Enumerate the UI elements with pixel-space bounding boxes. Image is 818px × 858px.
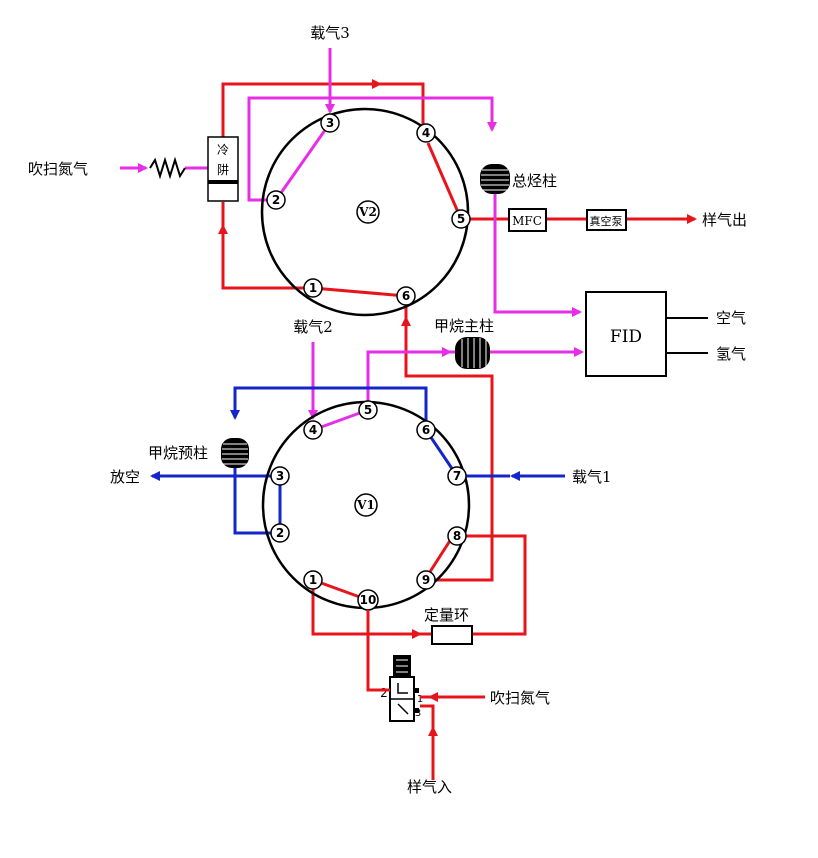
v1-name: V1 <box>356 498 375 512</box>
v1-port[interactable]: 8 <box>447 526 467 546</box>
svg-text:10: 10 <box>360 593 377 607</box>
svg-text:2: 2 <box>272 193 280 207</box>
total-hc-column-label: 总烃柱 <box>512 172 557 190</box>
sv-port-3: 3 <box>415 708 421 719</box>
sample-in-label: 样气入 <box>407 778 452 796</box>
svg-text:3: 3 <box>276 469 284 483</box>
svg-text:6: 6 <box>402 289 410 303</box>
valve-v2[interactable]: V2 1 2 3 4 5 6 <box>260 107 471 317</box>
v1-port[interactable]: 6 <box>416 420 436 440</box>
carrier3-label: 载气3 <box>310 24 350 42</box>
total-hc-column[interactable] <box>480 164 510 194</box>
v2-port[interactable]: 5 <box>451 209 471 229</box>
svg-text:8: 8 <box>453 529 461 543</box>
svg-text:1: 1 <box>309 573 317 587</box>
v1-port[interactable]: 3 <box>270 466 290 486</box>
svg-text:7: 7 <box>453 469 461 483</box>
coil-column-icon <box>480 164 510 194</box>
heater-zigzag-icon <box>149 156 186 180</box>
cold-trap-label-1: 冷 <box>217 143 229 157</box>
air-label: 空气 <box>716 309 746 327</box>
hydrogen-label: 氢气 <box>716 345 746 363</box>
quant-loop-label: 定量环 <box>424 606 469 624</box>
svg-text:4: 4 <box>309 423 317 437</box>
v1-port[interactable]: 7 <box>447 466 467 486</box>
svg-text:5: 5 <box>364 403 372 417</box>
solenoid-valve-icon[interactable]: 2 1 3 <box>380 655 423 722</box>
valve-v1[interactable]: V1 1 2 3 4 5 6 7 8 9 10 <box>261 400 471 611</box>
svg-text:6: 6 <box>422 423 430 437</box>
carrier1-label: 载气1 <box>572 468 612 486</box>
vacuum-pump-box[interactable]: 真空泵 <box>586 209 627 231</box>
cold-trap-label-2: 阱 <box>217 163 229 177</box>
v2-port[interactable]: 3 <box>320 113 340 133</box>
methane-main-column[interactable] <box>455 337 490 369</box>
v1-port[interactable]: 9 <box>416 570 436 590</box>
v1-port[interactable]: 2 <box>270 523 290 543</box>
purge-to-solenoid-line <box>366 610 485 702</box>
mfc-label: MFC <box>512 214 542 228</box>
v2-name-badge <box>356 200 380 224</box>
v2-port[interactable]: 1 <box>303 278 323 298</box>
svg-text:3: 3 <box>326 116 334 130</box>
svg-text:5: 5 <box>457 212 465 226</box>
quant-loop[interactable] <box>431 625 473 645</box>
purge-n2-top-label: 吹扫氮气 <box>28 160 88 178</box>
fid-detector[interactable]: FID <box>585 291 667 377</box>
purge-n2-bottom-label: 吹扫氮气 <box>490 689 550 707</box>
fid-label: FID <box>610 327 642 347</box>
vent-label: 放空 <box>110 468 140 486</box>
coil-column-icon <box>455 337 490 369</box>
vacuum-pump-label: 真空泵 <box>590 214 623 228</box>
v1-port[interactable]: 1 <box>303 570 323 590</box>
svg-text:1: 1 <box>309 281 317 295</box>
v1-port[interactable]: 4 <box>303 420 323 440</box>
mfc-box[interactable]: MFC <box>508 208 547 232</box>
v1-port[interactable]: 10 <box>357 589 379 611</box>
svg-text:2: 2 <box>276 526 284 540</box>
v2-port[interactable]: 6 <box>396 286 416 306</box>
magenta-flow-lines <box>120 48 584 432</box>
methane-pre-column[interactable] <box>221 438 249 468</box>
v2-port[interactable]: 2 <box>266 190 286 210</box>
cold-trap[interactable]: 冷 阱 <box>207 136 239 202</box>
svg-text:9: 9 <box>422 573 430 587</box>
sv-port-2: 2 <box>380 686 388 700</box>
sv-port-1: 1 <box>417 694 423 705</box>
v1-port[interactable]: 5 <box>358 400 378 420</box>
carrier2-label: 载气2 <box>293 318 333 336</box>
black-lines <box>149 156 708 354</box>
red-flow-lines <box>218 79 697 780</box>
v2-port[interactable]: 4 <box>416 123 436 143</box>
methane-main-column-label: 甲烷主柱 <box>434 317 494 335</box>
coil-column-icon <box>221 438 249 468</box>
sample-out-label: 样气出 <box>702 211 747 229</box>
methane-pre-column-label: 甲烷预柱 <box>148 444 208 462</box>
v2-name: V2 <box>358 205 377 219</box>
svg-text:4: 4 <box>422 126 430 140</box>
v1-name-badge <box>354 493 378 517</box>
